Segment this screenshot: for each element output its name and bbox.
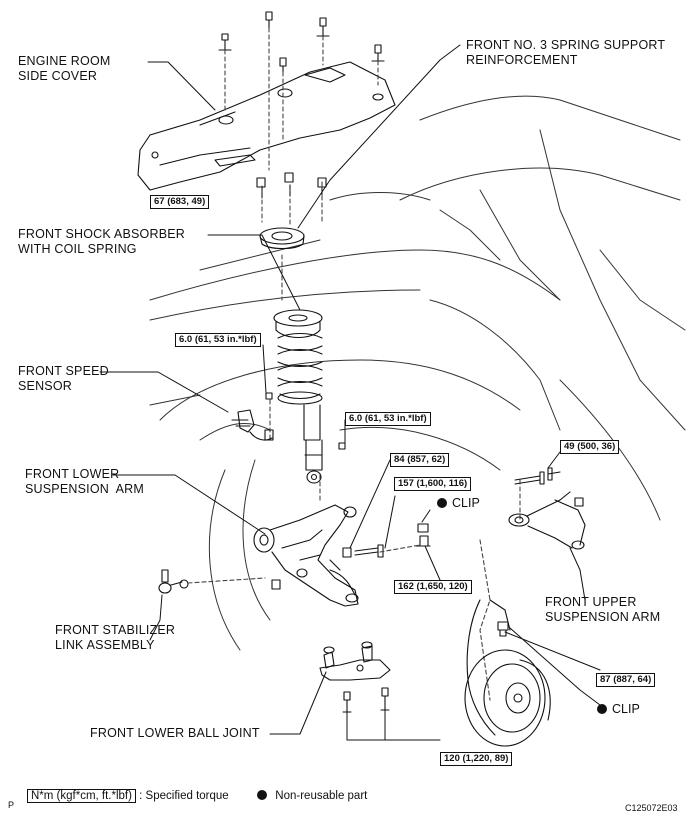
label-front-shock-absorber: FRONT SHOCK ABSORBER WITH COIL SPRING: [18, 227, 185, 257]
leader-lines: [99, 44, 601, 741]
clip-text: CLIP: [612, 702, 640, 716]
page-mark: P: [8, 800, 15, 810]
engine-room-side-cover-shape: [137, 61, 396, 191]
speed-sensor-shape: [231, 409, 274, 441]
torque-120: 120 (1,220, 89): [440, 752, 513, 766]
torque-6-sensor: 6.0 (61, 53 in.*lbf): [175, 333, 261, 347]
arm-nut: [342, 547, 352, 558]
label-line: FRONT LOWER: [25, 467, 120, 481]
cover-bolts: [218, 11, 385, 73]
ball-joint-shape: [319, 641, 391, 681]
torque-67: 67 (683, 49): [150, 195, 210, 209]
label-line: FRONT SHOCK ABSORBER: [18, 227, 185, 241]
label-line: SENSOR: [18, 379, 72, 393]
non-reusable-dot-icon: [437, 498, 447, 508]
clip-nut-162: [415, 523, 431, 547]
label-line: FRONT STABILIZER: [55, 623, 176, 637]
clip-text: CLIP: [452, 496, 480, 510]
label-engine-room-side-cover: ENGINE ROOM SIDE COVER: [18, 54, 110, 84]
bolt-guide-lines: [224, 27, 379, 441]
ball-joint-bolts: [342, 687, 390, 713]
legend-torque-box: N*m (kgf*cm, ft.*lbf): [27, 789, 136, 803]
legend: N*m (kgf*cm, ft.*lbf) : Specified torque…: [27, 789, 368, 803]
bolt-157: [354, 544, 384, 558]
vehicle-body-outline: [149, 95, 686, 651]
stabilizer-link-shape: [158, 569, 189, 594]
label-line: WITH COIL SPRING: [18, 242, 137, 256]
torque-49: 49 (500, 36): [560, 440, 620, 454]
clip-label-upper: CLIP: [437, 496, 480, 511]
upper-arm-shape: [508, 467, 586, 550]
arm-nut-2: [271, 579, 281, 590]
label-line: SIDE COVER: [18, 69, 98, 83]
label-front-upper-suspension-arm: FRONT UPPER SUSPENSION ARM: [545, 595, 660, 625]
figure-code: C125072E03: [625, 803, 678, 813]
label-front-no3-spring-support: FRONT NO. 3 SPRING SUPPORT REINFORCEMENT: [466, 38, 665, 68]
lower-arm-shape: [253, 504, 359, 607]
label-line: SUSPENSION ARM: [545, 610, 661, 624]
clip-label-lower: CLIP: [597, 702, 640, 717]
torque-6-shock: 6.0 (61, 53 in.*lbf): [345, 412, 431, 426]
non-reusable-dot-icon: [597, 704, 607, 714]
cover-nuts: [256, 172, 327, 188]
label-line: ENGINE ROOM: [18, 54, 111, 68]
label-line: LINK ASSEMBLY: [55, 638, 155, 652]
label-line: FRONT UPPER: [545, 595, 637, 609]
label-line: FRONT SPEED: [18, 364, 109, 378]
torque-84: 84 (857, 62): [390, 453, 450, 467]
label-front-lower-ball-joint: FRONT LOWER BALL JOINT: [90, 726, 260, 740]
label-line: SUSPENSION ARM: [25, 482, 144, 496]
torque-162: 162 (1,650, 120): [394, 580, 472, 594]
sensor-bolt: [265, 392, 273, 400]
label-line: REINFORCEMENT: [466, 53, 578, 67]
label-line: FRONT NO. 3 SPRING SUPPORT: [466, 38, 666, 52]
torque-87: 87 (887, 64): [596, 673, 656, 687]
knuckle-hub-shape: [464, 599, 551, 747]
spring-support-shape: [259, 227, 305, 250]
legend-nonreusable-text: Non-reusable part: [275, 790, 368, 802]
shock-absorber-shape: [273, 309, 323, 484]
shock-bolt: [338, 442, 346, 450]
legend-dot-icon: [257, 790, 268, 800]
legend-torque-text: : Specified torque: [139, 790, 229, 802]
label-front-lower-suspension-arm: FRONT LOWER SUSPENSION ARM: [25, 467, 144, 497]
label-front-stabilizer-link: FRONT STABILIZER LINK ASSEMBLY: [55, 623, 175, 653]
torque-157: 157 (1,600, 116): [394, 477, 472, 491]
label-front-speed-sensor: FRONT SPEED SENSOR: [18, 364, 109, 394]
